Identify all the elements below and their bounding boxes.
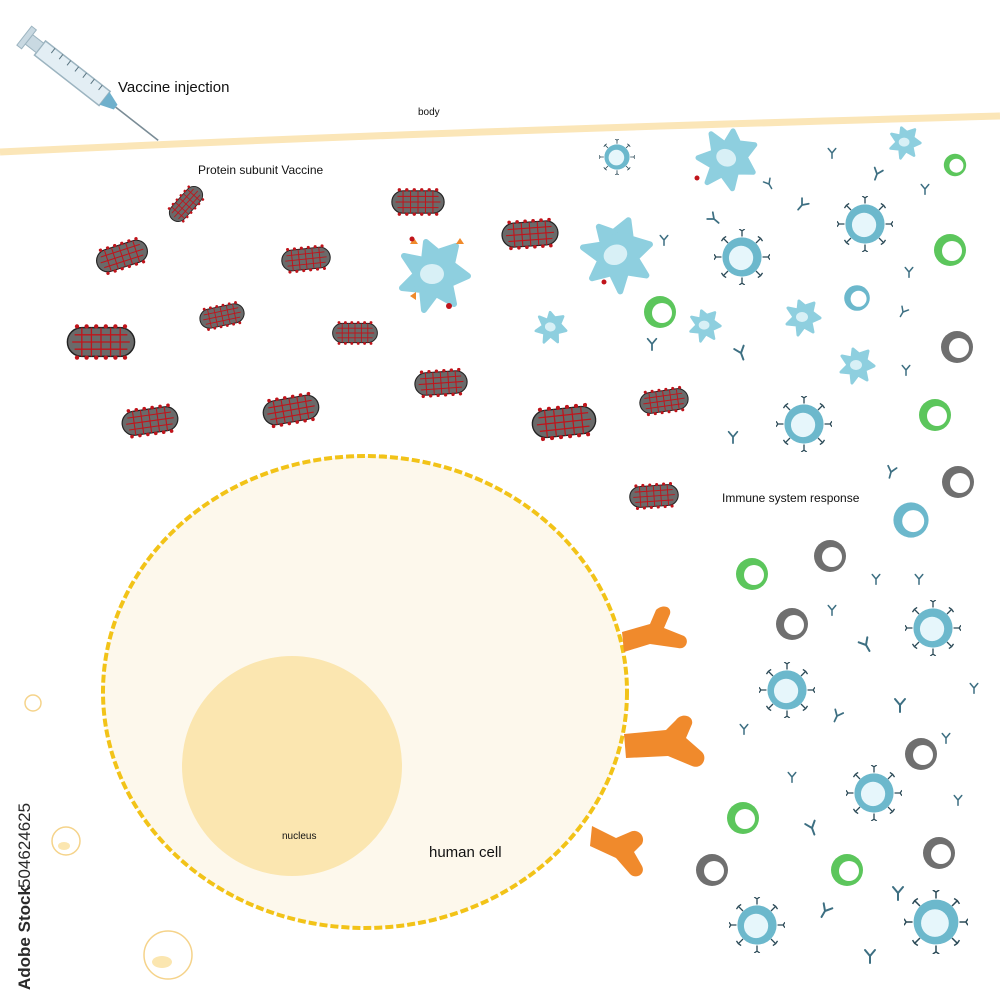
- antibody-icon: [762, 177, 776, 192]
- antibody-icon: [857, 636, 875, 655]
- dendritic-cell-icon: [785, 299, 822, 337]
- vaccine-capsule-icon: [66, 324, 136, 360]
- antibody-icon: [871, 573, 881, 585]
- vaccine-capsule-icon: [413, 367, 469, 399]
- lymphocyte-icon: [729, 897, 785, 953]
- gray-cell-icon: [814, 540, 846, 572]
- antibody-icon: [727, 430, 739, 444]
- dendritic-cell-icon: [576, 212, 661, 298]
- gray-cell-icon: [905, 738, 937, 770]
- antibody-icon: [793, 197, 810, 214]
- vaccine-capsule-icon: [119, 401, 181, 441]
- blue-cell-icon: [844, 285, 870, 311]
- green-cell-icon: [919, 399, 951, 431]
- vaccine-capsule-icon: [260, 389, 322, 431]
- lymphocyte-icon: [714, 229, 770, 285]
- vaccine-capsule-icon: [529, 401, 599, 443]
- antibody-icon: [884, 464, 898, 480]
- human-cell-label: human cell: [429, 844, 502, 861]
- vaccine-injection-label: Vaccine injection: [118, 79, 229, 96]
- antibody-icon: [901, 364, 911, 376]
- antibody-icon: [904, 266, 914, 278]
- antibody-icon: [706, 211, 723, 228]
- antibody-icon: [827, 604, 837, 616]
- dendritic-cells: [402, 122, 922, 385]
- receptor-icon: [624, 715, 705, 767]
- vaccine-capsule-icon: [163, 180, 209, 228]
- antibody-icon: [829, 708, 845, 725]
- human-cell: nucleus human cell: [101, 454, 629, 930]
- antibody-icon: [896, 305, 910, 320]
- dendritic-cell-icon: [689, 309, 722, 343]
- gray-cell-icon: [776, 608, 808, 640]
- antibody-icon: [869, 166, 884, 183]
- nucleus-label: nucleus: [282, 831, 316, 842]
- lymphocyte-icon: [599, 139, 635, 175]
- green-cell-icon: [934, 234, 966, 266]
- green-cell-icon: [831, 854, 863, 886]
- dendritic-cell-icon: [889, 126, 922, 160]
- antibody-icon: [827, 147, 837, 159]
- dendritic-cell-icon: [532, 309, 571, 348]
- lymphocyte-icon: [776, 396, 832, 452]
- vaccine-capsule-icon: [500, 216, 560, 252]
- watermark: Adobe Stock 504624625: [15, 803, 34, 990]
- body-label: body: [418, 107, 440, 118]
- antibody-icon: [941, 732, 951, 744]
- dendritic-cell-icon: [690, 122, 765, 198]
- antibody-icon: [920, 183, 930, 195]
- watermark-stock-id: 504624625: [15, 803, 34, 888]
- antibody-icon: [864, 949, 876, 964]
- vaccine-capsule-icon: [197, 299, 247, 333]
- antibody-icon: [646, 337, 658, 351]
- green-cell-icon: [736, 558, 768, 590]
- syringe-icon: [16, 25, 159, 141]
- antibody-icon: [804, 819, 821, 838]
- blue-cell-icon: [893, 502, 929, 538]
- green-cell-icon: [644, 296, 676, 328]
- receptor-icon: [590, 826, 644, 877]
- gray-cell-icon: [941, 331, 973, 363]
- lymphocyte-icon: [837, 196, 893, 252]
- vaccine-capsule-icon: [332, 320, 378, 346]
- green-cell-icon: [727, 802, 759, 834]
- vaccine-capsule-icon: [92, 234, 152, 278]
- gray-cell-icon: [942, 466, 974, 498]
- lymphocytes: [599, 139, 968, 954]
- protein-subunit-vaccine-label: Protein subunit Vaccine: [198, 163, 324, 177]
- antibody-icon: [894, 698, 906, 713]
- antibodies: [646, 147, 979, 964]
- antibody-icon: [739, 723, 749, 735]
- dendritic-cell-icon: [839, 347, 876, 385]
- receptor-icon: [622, 606, 687, 652]
- antibody-icon: [969, 682, 979, 694]
- nucleus: [182, 656, 402, 876]
- body-skin-line: [0, 112, 1000, 156]
- green-cell-icon: [943, 153, 967, 177]
- lymphocyte-icon: [846, 765, 902, 821]
- lymphocyte-icon: [904, 890, 968, 954]
- antibody-icon: [953, 794, 963, 806]
- vaccine-capsule-icon: [279, 243, 333, 275]
- gray-cell-icon: [923, 837, 955, 869]
- vaccine-capsule-icon: [637, 384, 691, 418]
- ring-cells: [644, 153, 974, 886]
- lymphocyte-icon: [905, 600, 961, 656]
- antibody-icon: [816, 902, 834, 921]
- immune-system-response-label: Immune system response: [722, 491, 860, 505]
- antibody-icon: [914, 573, 924, 585]
- antibody-icon: [892, 886, 904, 901]
- dendritic-cell-icon: [402, 242, 468, 310]
- lymphocyte-icon: [759, 662, 815, 718]
- vaccine-capsule-icon: [628, 480, 680, 512]
- bubbles: [24, 694, 193, 980]
- receptors: [590, 606, 705, 877]
- vaccine-capsule-icon: [391, 188, 445, 216]
- antibody-icon: [659, 234, 669, 246]
- antibody-icon: [787, 771, 797, 783]
- gray-cell-icon: [696, 854, 728, 886]
- watermark-brand: Adobe Stock: [15, 886, 34, 990]
- antibody-icon: [733, 344, 750, 363]
